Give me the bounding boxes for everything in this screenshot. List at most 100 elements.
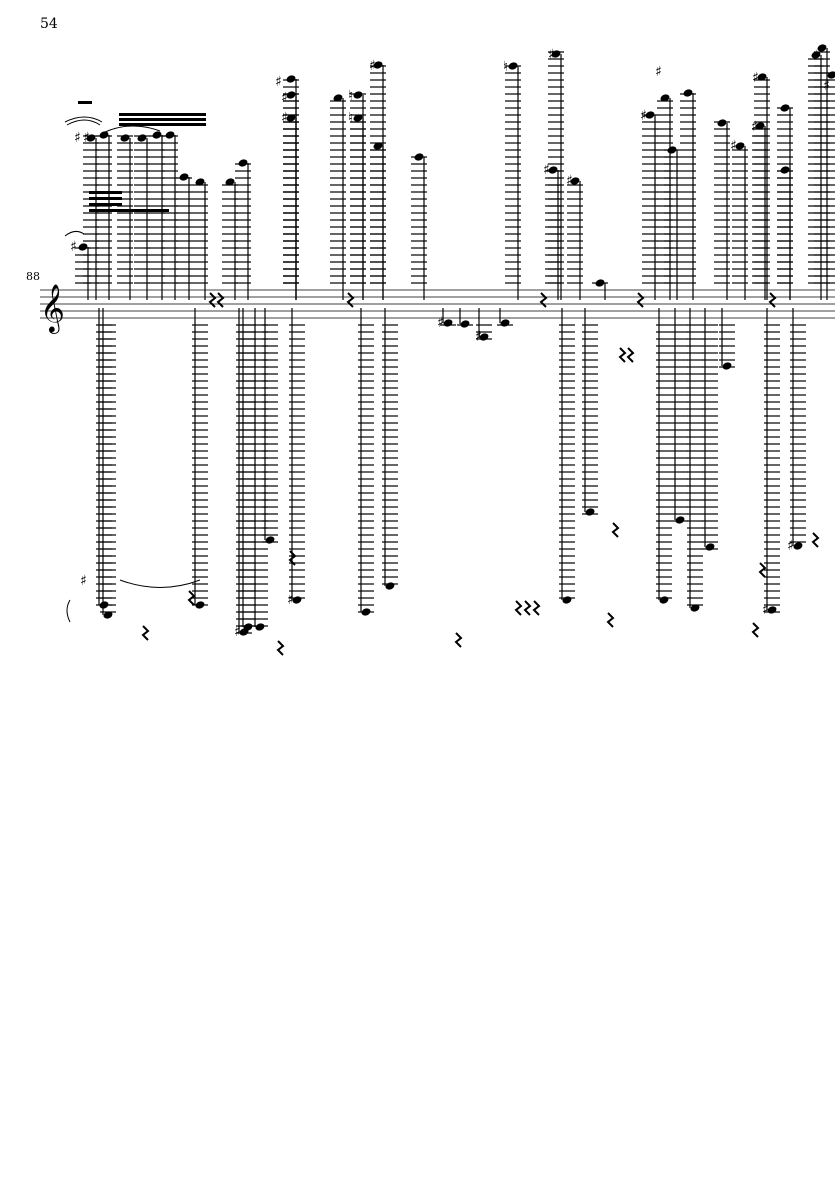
notehead — [717, 119, 727, 127]
notehead — [255, 623, 265, 631]
sharp-sign: ♯ — [762, 602, 769, 618]
notehead — [78, 243, 88, 251]
quarter-rest — [751, 622, 760, 638]
sharp-sign: ♯ — [812, 48, 819, 64]
quarter-rest — [606, 612, 615, 628]
sharp-sign: ♯ — [823, 78, 830, 94]
notehead — [243, 623, 253, 631]
notehead — [286, 114, 296, 122]
sharp-sign: ♯ — [730, 138, 737, 154]
quarter-rest — [208, 292, 217, 308]
notehead — [683, 89, 693, 97]
noteheads — [78, 44, 835, 636]
notehead — [659, 596, 669, 604]
quarter-rest — [141, 625, 150, 641]
quarter-rest — [346, 292, 355, 308]
natural-sign: ♮ — [503, 59, 508, 75]
sharp-sign: ♯ — [281, 90, 288, 106]
notehead — [735, 142, 745, 150]
notehead — [353, 114, 363, 122]
notehead — [755, 122, 765, 130]
notehead — [152, 131, 162, 139]
notehead — [780, 104, 790, 112]
sharp-sign: ♯ — [74, 130, 81, 146]
notehead — [595, 279, 605, 287]
notehead — [353, 91, 363, 99]
notehead — [551, 50, 561, 58]
notehead — [675, 516, 685, 524]
measure-number: 88 — [26, 270, 40, 283]
sharp-sign: ♯ — [369, 58, 376, 74]
notehead — [195, 178, 205, 186]
sharp-sign: ♯ — [475, 329, 482, 345]
sharp-sign: ♯ — [234, 624, 241, 640]
sharp-sign: ♯ — [640, 108, 647, 124]
quarter-rest — [626, 347, 635, 363]
natural-sign: ♮ — [348, 110, 353, 126]
sharp-sign: ♯ — [543, 162, 550, 178]
notehead — [195, 601, 205, 609]
notehead — [99, 601, 109, 609]
sharp-sign: ♯ — [751, 119, 758, 135]
sharp-sign: ♯ — [566, 173, 573, 189]
quarter-rest — [187, 590, 196, 606]
quarter-rest — [288, 550, 297, 566]
quarter-rest — [758, 562, 767, 578]
quarter-rest — [523, 600, 532, 616]
notehead — [165, 131, 175, 139]
ledger-lines — [75, 51, 835, 634]
notehead — [767, 606, 777, 614]
notehead — [585, 508, 595, 516]
beams-and-slurs — [64, 101, 206, 623]
quarter-rest — [532, 600, 541, 616]
notehead — [827, 71, 835, 79]
quarter-rest — [611, 522, 620, 538]
notehead — [667, 146, 677, 154]
quarter-rest — [539, 292, 548, 308]
notehead — [508, 62, 518, 70]
notehead — [460, 320, 470, 328]
quarter-rest — [454, 632, 463, 648]
notehead — [265, 536, 275, 544]
notehead — [811, 51, 821, 59]
notehead — [660, 94, 670, 102]
notehead — [757, 73, 767, 81]
sharp-sign: ♯ — [281, 110, 288, 126]
quarter-rest — [636, 292, 645, 308]
notehead — [793, 542, 803, 550]
notehead — [99, 131, 109, 139]
quarter-rest — [514, 600, 523, 616]
notehead — [500, 319, 510, 327]
notehead — [286, 91, 296, 99]
notehead — [443, 319, 453, 327]
notehead — [137, 134, 147, 142]
notehead — [562, 596, 572, 604]
notehead — [548, 166, 558, 174]
notehead — [780, 166, 790, 174]
notehead — [414, 153, 424, 161]
sharp-sign: ♯ — [655, 64, 662, 80]
sharp-sign: ♯ — [548, 47, 555, 63]
page-number: 54 — [40, 16, 58, 32]
notehead — [722, 362, 732, 370]
notehead — [238, 159, 248, 167]
quarter-rest — [216, 292, 225, 308]
notehead — [361, 608, 371, 616]
notehead — [817, 44, 827, 52]
notehead — [705, 543, 715, 551]
notehead — [103, 611, 113, 619]
sharp-sign: ♯ — [83, 130, 90, 146]
notehead — [373, 142, 383, 150]
quarter-rest — [276, 640, 285, 656]
accidentals: ♯♯♯♯♯♮♮♯♮♯♯♯♯♯♯♯♯♯♯♯♯♯♯♯♯♯♯ — [70, 47, 830, 640]
notehead — [645, 111, 655, 119]
quarter-rest — [768, 292, 777, 308]
notehead — [385, 582, 395, 590]
notehead — [333, 94, 343, 102]
quarter-rest — [811, 532, 820, 548]
sharp-sign: ♯ — [80, 573, 87, 589]
notehead — [479, 333, 489, 341]
notehead — [286, 75, 296, 83]
stems — [87, 48, 828, 632]
